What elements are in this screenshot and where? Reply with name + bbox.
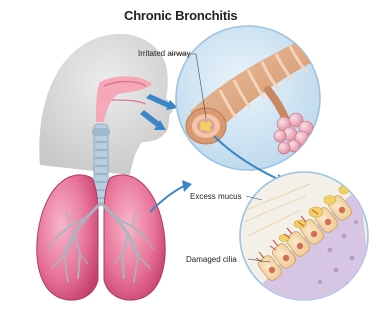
- page-title: Chronic Bronchitis: [124, 8, 237, 23]
- cilia-magnified-view: [240, 172, 372, 300]
- label-damaged-cilia: Damaged cilia: [186, 255, 237, 264]
- airway-cross-section: [186, 108, 226, 144]
- label-irritated-airway: Irritated airway: [138, 49, 190, 58]
- airway-magnified-view: [176, 26, 334, 170]
- label-excess-mucus: Excess mucus: [190, 192, 242, 201]
- connector-arrow: [150, 180, 192, 212]
